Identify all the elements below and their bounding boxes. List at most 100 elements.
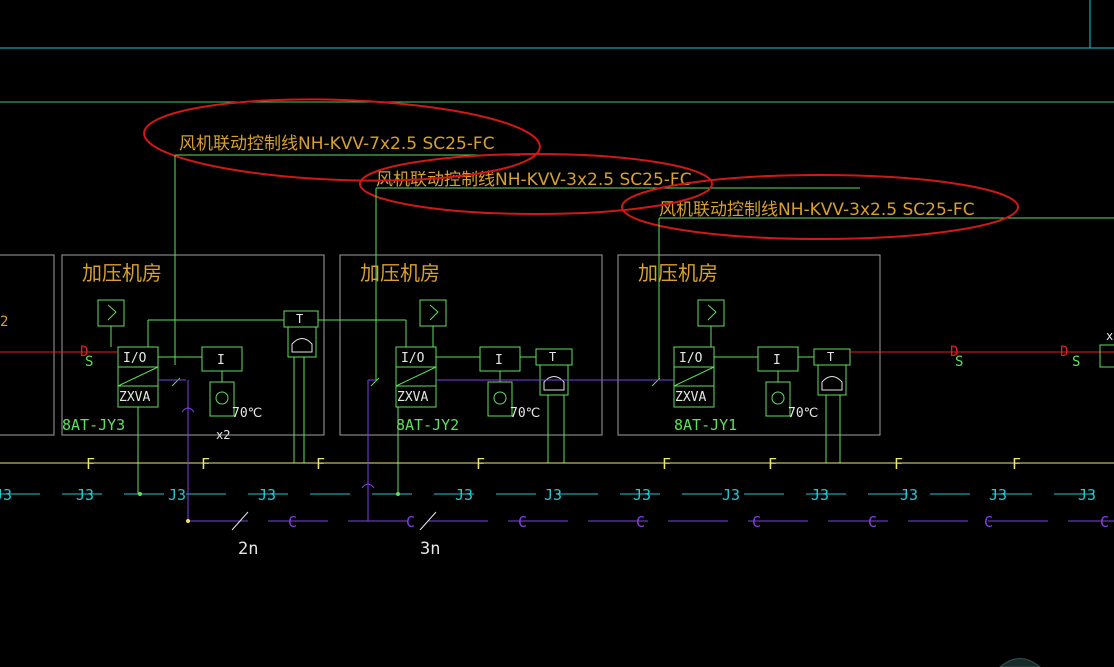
j3-label: J3 <box>544 486 562 504</box>
cable-label-2: 风机联动控制线NH-KVV-3x2.5 SC25-FC <box>376 170 692 190</box>
panel-label: 8AT-JY3 <box>62 416 125 434</box>
j3-label: J3 <box>1078 486 1096 504</box>
room-jy2[interactable]: 加压机房 I/O ZXVA I 70℃ T 8AT-JY2 <box>318 254 603 494</box>
f-label: F <box>316 455 325 473</box>
j3-label: J3 <box>168 486 186 504</box>
t-label: T <box>296 312 303 326</box>
cable-label-3: 风机联动控制线NH-KVV-3x2.5 SC25-FC <box>659 200 975 220</box>
io-label: I/O <box>123 351 147 366</box>
phone-icon <box>821 376 843 391</box>
s-box <box>419 299 447 327</box>
room-title: 加压机房 <box>638 261 718 285</box>
zxva-label: ZXVA <box>675 390 706 405</box>
temp-detector-icon <box>215 391 229 405</box>
temp-label: 70℃ <box>232 406 262 421</box>
temp-detector-box <box>487 381 513 417</box>
f-label: F <box>1012 455 1021 473</box>
j3-label: J3 <box>258 486 276 504</box>
f-label: F <box>201 455 210 473</box>
d-label-1: D <box>80 344 88 360</box>
room-jy1[interactable]: 加压机房 I/O ZXVA I 70℃ T 8AT-JY1 <box>580 254 881 463</box>
multiplier-label: x2 <box>216 428 230 442</box>
s-icon <box>707 304 717 321</box>
wire-count-3n: 3n <box>420 539 440 559</box>
s-icon <box>107 304 117 321</box>
zxva-diagonal <box>673 366 715 387</box>
zxva-label: ZXVA <box>119 390 150 405</box>
t-label: T <box>827 350 834 364</box>
room-title: 加压机房 <box>82 261 162 285</box>
f-bus-labels: F F F F F F F F <box>86 455 1021 473</box>
phone-icon <box>291 338 313 353</box>
io-label: I/O <box>679 351 703 366</box>
temp-label: 70℃ <box>510 406 540 421</box>
right-partial-box <box>1099 344 1114 368</box>
f-label: F <box>768 455 777 473</box>
d-label-2: D <box>950 344 958 360</box>
corner-widget <box>999 658 1041 667</box>
c-label: C <box>288 513 297 531</box>
j3-label: J3 <box>900 486 918 504</box>
zxva-label: ZXVA <box>397 390 428 405</box>
s-box <box>697 299 725 327</box>
temp-detector-icon <box>771 391 785 405</box>
wire-count-2n: 2n <box>238 539 258 559</box>
zxva-diagonal <box>395 366 437 387</box>
room-box-partial-left <box>0 254 55 436</box>
io-label: I/O <box>401 351 425 366</box>
annotation-circle-2 <box>359 153 713 215</box>
j3-label: J3 <box>811 486 829 504</box>
t-label: T <box>549 350 556 364</box>
i-label: I <box>773 353 781 368</box>
f-label: F <box>476 455 485 473</box>
s-label-1: S <box>85 354 93 370</box>
j3-bus-labels: J3 J3 J3 J3 J3 J3 J3 J3 J3 J3 J3 J3 J3 <box>0 486 1096 504</box>
i-label: I <box>495 353 503 368</box>
s-icon <box>429 304 439 321</box>
s-label-3: S <box>1072 354 1080 370</box>
phone-box <box>817 364 847 396</box>
zxva-box <box>673 366 715 408</box>
temp-detector-box <box>209 381 235 417</box>
f-label: F <box>662 455 671 473</box>
room-title: 加压机房 <box>360 261 440 285</box>
phone-icon <box>543 376 565 391</box>
zxva-box <box>395 366 437 408</box>
s-box <box>97 299 125 327</box>
phone-box <box>287 326 317 358</box>
annotation-circle-1 <box>143 98 541 182</box>
i-label: I <box>217 353 225 368</box>
temp-detector-box <box>765 381 791 417</box>
c-label: C <box>636 513 645 531</box>
c-label: C <box>406 513 415 531</box>
j3-label: J3 <box>0 486 12 504</box>
panel-label: 8AT-JY2 <box>396 416 459 434</box>
room-box <box>617 254 881 436</box>
f-label: F <box>86 455 95 473</box>
panel-label: 8AT-JY1 <box>674 416 737 434</box>
f-label: F <box>894 455 903 473</box>
room-box <box>61 254 325 436</box>
j3-label: J3 <box>989 486 1007 504</box>
annotation-circle-3 <box>621 174 1019 240</box>
temp-detector-icon <box>493 391 507 405</box>
room-jy3[interactable]: 加压机房 I/O ZXVA I 70℃ x2 T 8AT-JY3 <box>61 254 325 494</box>
c-label: C <box>1100 513 1109 531</box>
room-box <box>339 254 603 436</box>
c-label: C <box>518 513 527 531</box>
zxva-diagonal <box>117 366 159 387</box>
j3-label: J3 <box>633 486 651 504</box>
c-label: C <box>868 513 877 531</box>
j3-label: J3 <box>76 486 94 504</box>
j3-label: J3 <box>455 486 473 504</box>
c-label: C <box>984 513 993 531</box>
c-label: C <box>752 513 761 531</box>
s-label-2: S <box>955 354 963 370</box>
temp-label: 70℃ <box>788 406 818 421</box>
cable-label-1: 风机联动控制线NH-KVV-7x2.5 SC25-FC <box>179 134 495 154</box>
left-partial-text: 2 <box>0 314 8 330</box>
j3-label: J3 <box>722 486 740 504</box>
d-label-3: D <box>1060 344 1068 360</box>
